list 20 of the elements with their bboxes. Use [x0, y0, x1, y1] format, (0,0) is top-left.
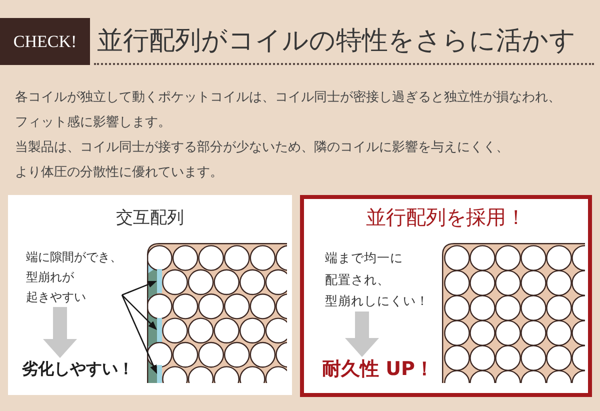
panel-heading: 並行配列を採用！ — [366, 205, 526, 229]
gap-highlight — [157, 269, 162, 293]
result-text: 耐久性 UP！ — [322, 357, 434, 381]
block-arrow — [345, 312, 379, 357]
check-badge: CHECK! — [0, 18, 90, 65]
block-arrow — [43, 307, 77, 358]
page-heading: 並行配列がコイルの特性をさらに活かす — [97, 25, 576, 57]
comparison-panel — [300, 195, 592, 397]
body-paragraph: 当製品は、コイル同士が接する部分が少ないため、隣のコイルに影響を与えにくく、より体圧の分散性に優れています。 — [15, 139, 509, 182]
annotation-text: 端まで均一に配置され、型崩れしにくい！ — [325, 247, 429, 312]
leader-arrow — [122, 294, 157, 330]
result-text: 劣化しやすい！ — [22, 358, 134, 380]
leader-arrow — [122, 280, 157, 296]
panel-heading: 交互配列 — [116, 207, 184, 230]
leader-arrow — [121, 294, 158, 374]
gap-highlight — [157, 365, 162, 383]
gap-highlight — [157, 318, 162, 342]
annotation-text: 端に隙間ができ、型崩れが起きやすい — [26, 247, 122, 307]
body-paragraph: 各コイルが独立して動くポケットコイルは、コイル同士が密接し過ぎると独立性が損なわれ、フィット感に影響します。 — [15, 89, 561, 132]
comparison-panel — [8, 195, 292, 395]
